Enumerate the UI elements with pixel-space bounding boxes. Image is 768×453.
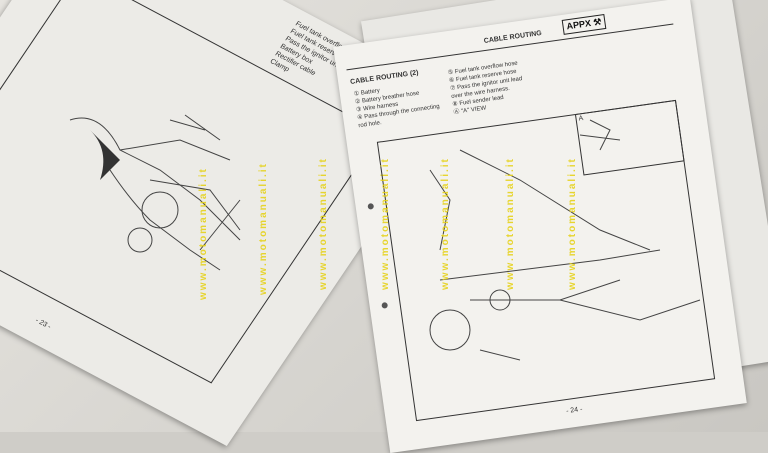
watermark: www.motomanuali.it bbox=[380, 157, 391, 290]
watermark: www.motomanuali.it bbox=[318, 157, 329, 290]
watermark: www.motomanuali.it bbox=[258, 162, 269, 295]
watermark: www.motomanuali.it bbox=[505, 157, 516, 290]
watermark: www.motomanuali.it bbox=[567, 157, 578, 290]
left-motorcycle-diagram bbox=[69, 114, 241, 271]
watermark: www.motomanuali.it bbox=[198, 167, 209, 300]
right-motorcycle-diagram bbox=[429, 119, 701, 361]
watermark: www.motomanuali.it bbox=[440, 157, 451, 290]
